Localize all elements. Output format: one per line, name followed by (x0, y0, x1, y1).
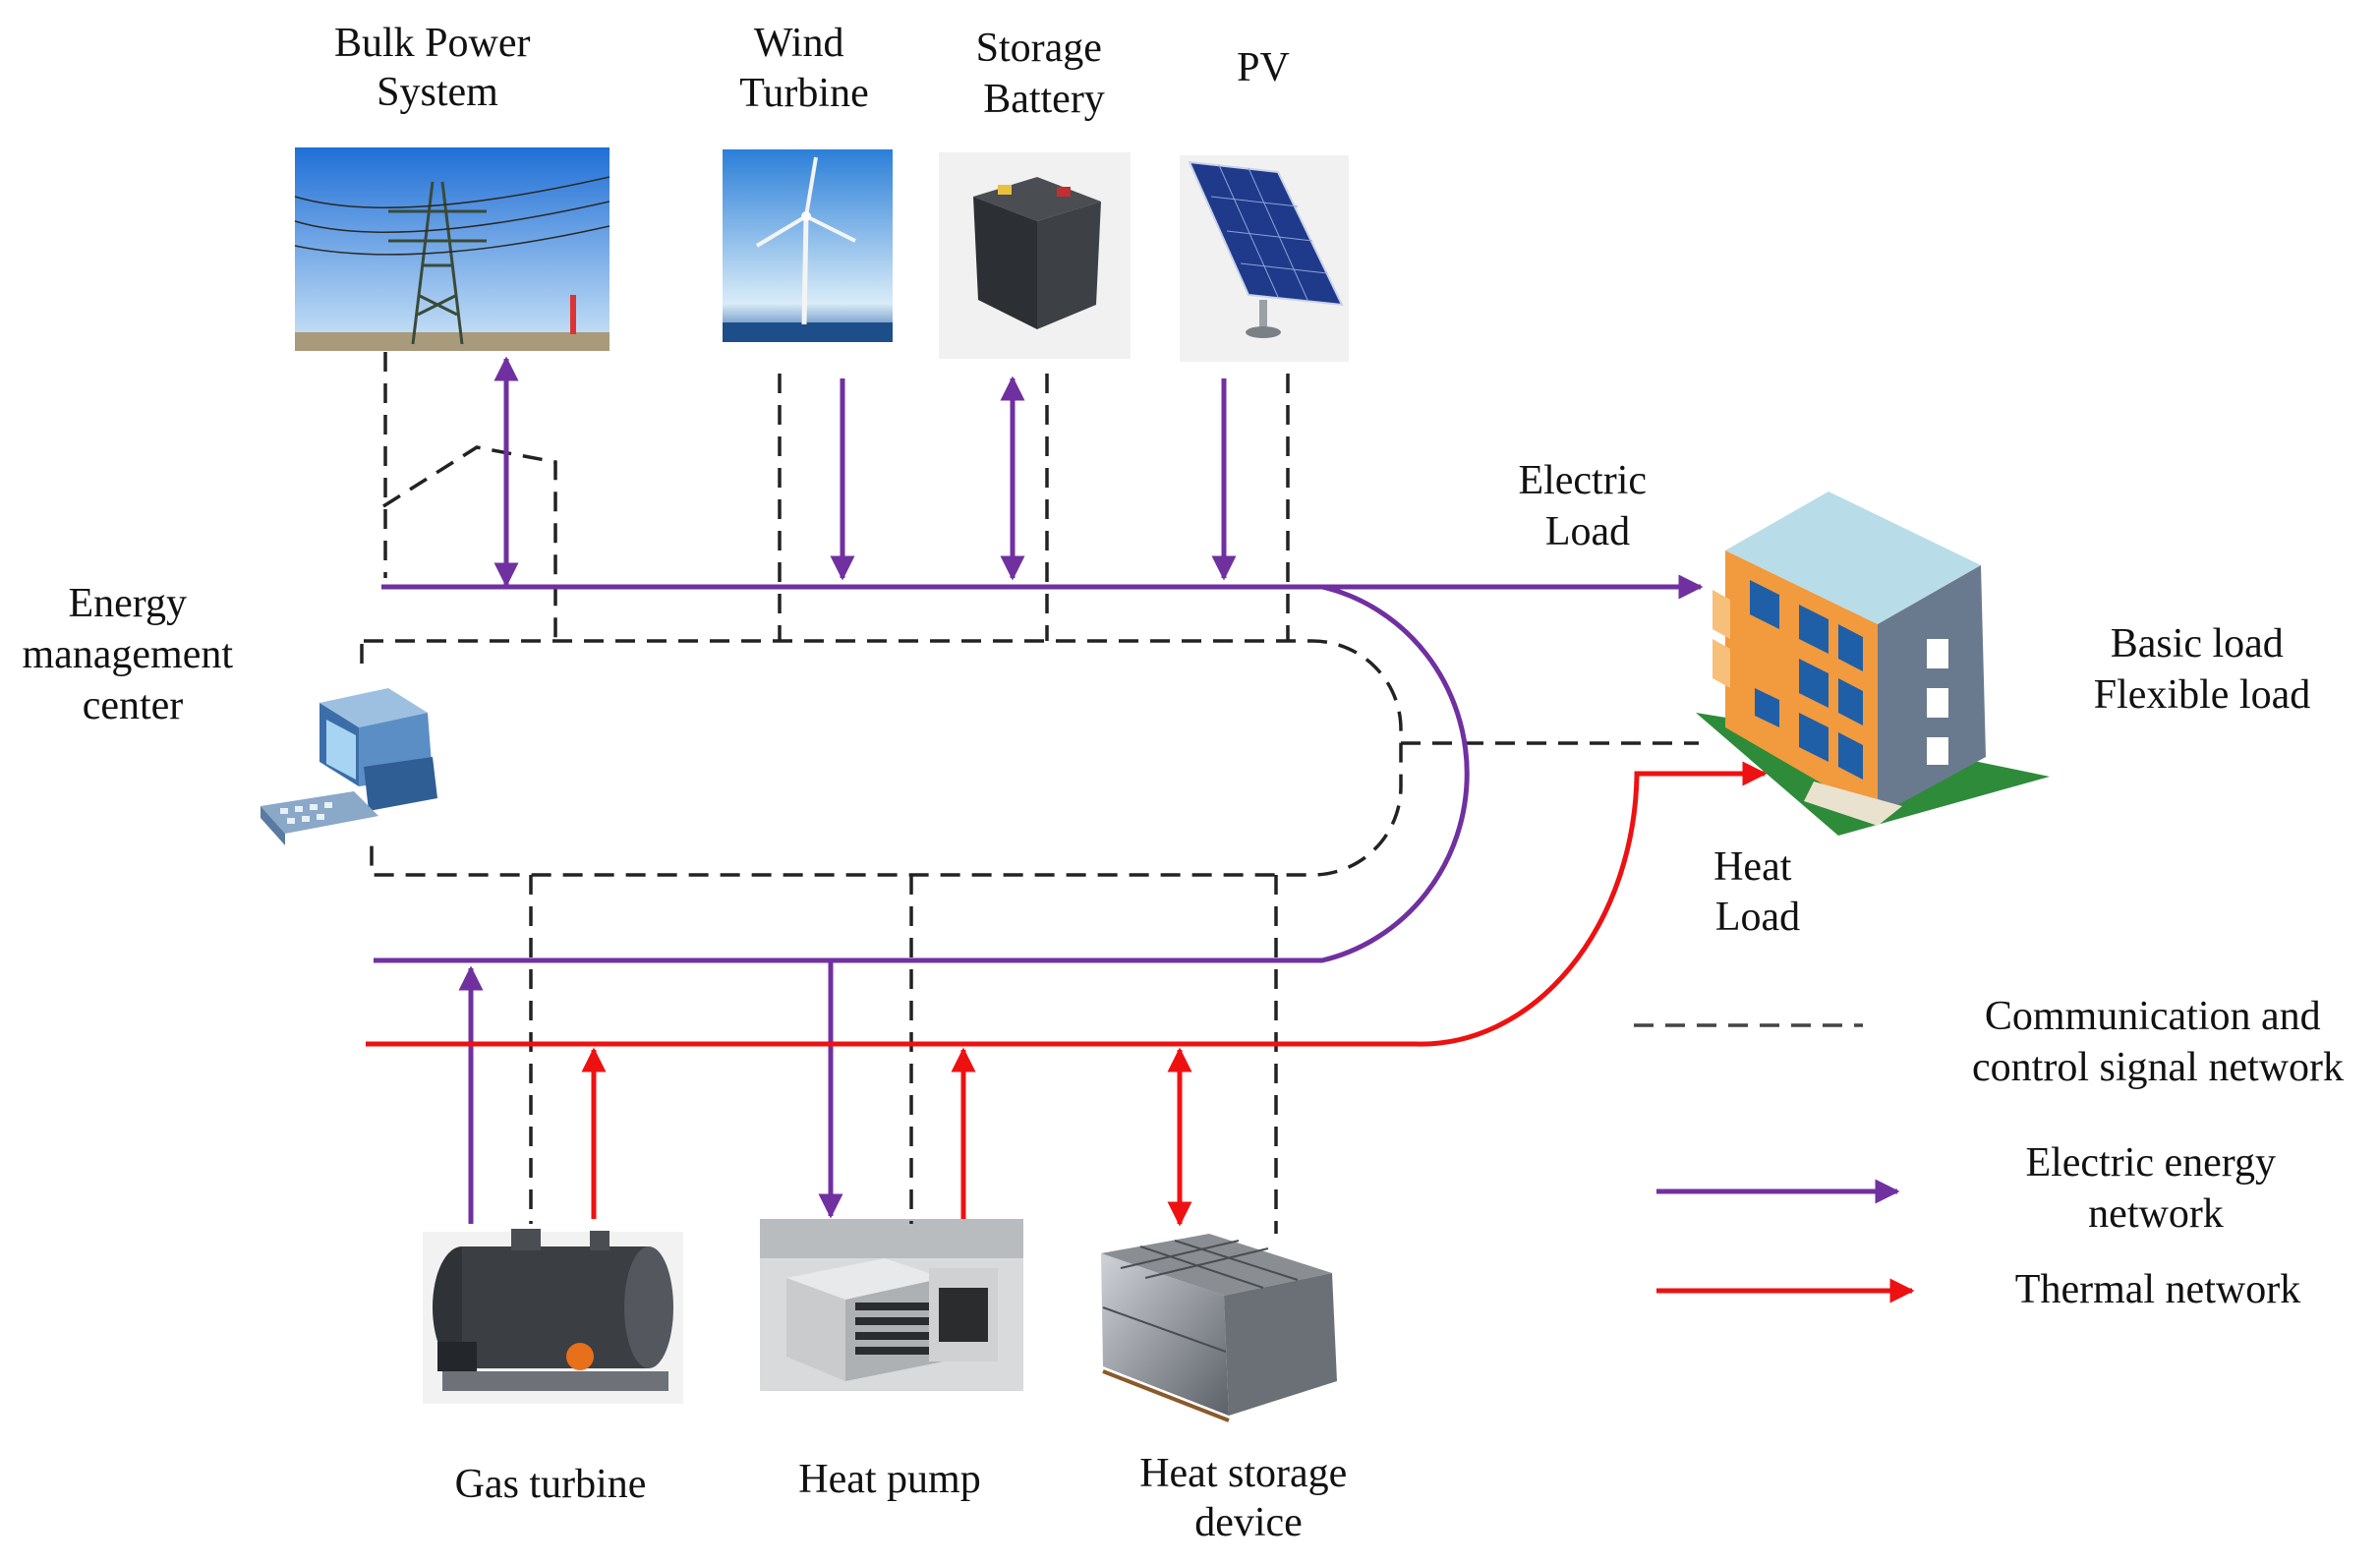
legend-thermal-label: Thermal network (2015, 1267, 2300, 1312)
legend (1634, 1023, 1915, 1303)
gas-turbine-label: Gas turbine (455, 1462, 647, 1507)
electric-network (374, 356, 1704, 1224)
pv-label: PV (1237, 45, 1290, 90)
communication-network (360, 352, 1699, 1234)
storage-battery-image (939, 152, 1131, 359)
building-icon (1696, 492, 2050, 836)
heat-storage-label: Heat storage device (1139, 1451, 1358, 1545)
storage-battery-label: Storage Battery (976, 26, 1113, 122)
gas-turbine-image (423, 1229, 683, 1404)
heat-load-label: Heat Load (1713, 844, 1802, 940)
heat-pump-label: Heat pump (798, 1457, 980, 1502)
building-load-label: Basic load Flexible load (2094, 621, 2310, 718)
pv-panel-image (1180, 155, 1349, 362)
bulk-power-label: Bulk Power System (334, 21, 541, 115)
legend-electric-label: Electric energy network (2025, 1140, 2286, 1237)
bulk-power-image (294, 147, 610, 351)
thermal-network (366, 761, 1768, 1227)
emc-label: Energy management center (22, 581, 243, 728)
electric-load-label: Electric Load (1518, 458, 1656, 554)
computer-icon (261, 688, 437, 845)
heat-pump-image (760, 1219, 1023, 1391)
heat-storage-image (1101, 1234, 1337, 1422)
wind-turbine-label: Wind Turbine (739, 21, 868, 116)
wind-turbine-image (723, 149, 893, 342)
legend-comm-label: Communication and control signal network (1972, 994, 2344, 1090)
